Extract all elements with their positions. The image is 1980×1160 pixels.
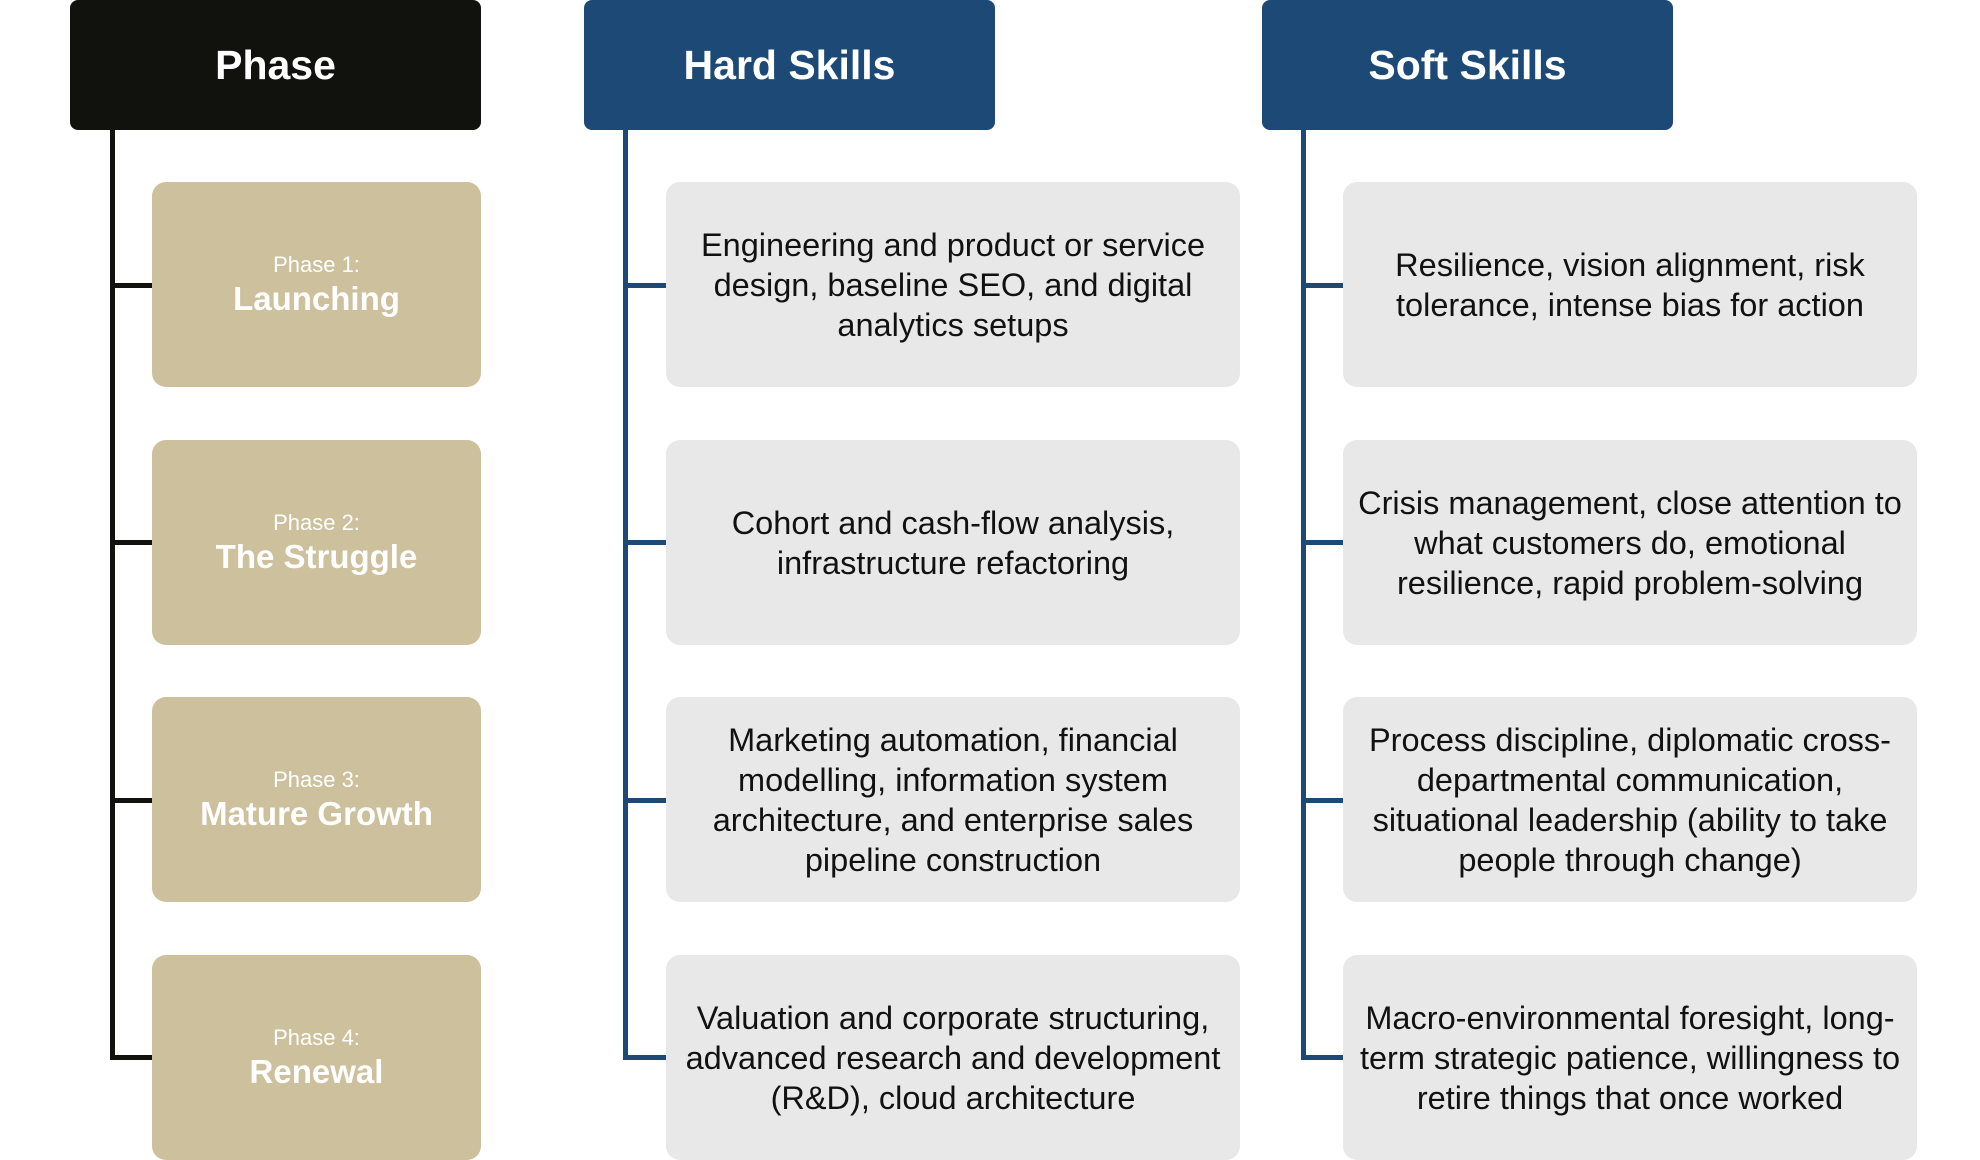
hard-skills-text: Cohort and cash-flow analysis, infrastru… — [731, 504, 1175, 581]
phase-name: Mature Growth — [200, 794, 433, 832]
phase-name: Renewal — [249, 1052, 384, 1090]
phase-card-3: Phase 3: Mature Growth — [152, 697, 481, 902]
phase-name: The Struggle — [215, 537, 418, 575]
hard-branch-4 — [623, 1055, 666, 1060]
phase-branch-1 — [110, 283, 153, 288]
soft-skills-text: Crisis management, close attention to wh… — [1358, 484, 1902, 601]
hard-skills-card-3: Marketing automation, financial modellin… — [666, 697, 1240, 902]
hard-skills-card-2: Cohort and cash-flow analysis, infrastru… — [666, 440, 1240, 645]
hard-skills-header-label: Hard Skills — [683, 41, 896, 88]
hard-skills-text: Engineering and product or service desig… — [700, 226, 1206, 343]
hard-branch-2 — [623, 540, 666, 545]
phase-card-1: Phase 1: Launching — [152, 182, 481, 387]
phase-card-2: Phase 2: The Struggle — [152, 440, 481, 645]
hard-branch-3 — [623, 798, 666, 803]
soft-skills-card-3: Process discipline, diplomatic cross-dep… — [1343, 697, 1917, 902]
soft-skills-text: Resilience, vision alignment, risk toler… — [1395, 246, 1865, 323]
phase-branch-3 — [110, 798, 153, 803]
phase-column-header: Phase — [70, 0, 481, 130]
soft-branch-2 — [1301, 540, 1344, 545]
hard-skills-text: Marketing automation, financial modellin… — [712, 721, 1194, 878]
phase-header-label: Phase — [215, 41, 336, 88]
hard-skills-card-1: Engineering and product or service desig… — [666, 182, 1240, 387]
hard-skills-tree-trunk — [623, 128, 628, 1058]
phase-name: Launching — [233, 279, 400, 317]
phase-number: Phase 2: — [273, 509, 360, 535]
hard-skills-card-4: Valuation and corporate structuring, adv… — [666, 955, 1240, 1160]
soft-skills-tree-trunk — [1301, 128, 1306, 1058]
phase-number: Phase 4: — [273, 1024, 360, 1050]
phase-number: Phase 1: — [273, 251, 360, 277]
soft-skills-text: Macro-environmental foresight, long-term… — [1359, 999, 1901, 1116]
phase-branch-2 — [110, 540, 153, 545]
phase-branch-4 — [110, 1055, 153, 1060]
soft-branch-4 — [1301, 1055, 1344, 1060]
soft-skills-card-4: Macro-environmental foresight, long-term… — [1343, 955, 1917, 1160]
soft-branch-1 — [1301, 283, 1344, 288]
phase-tree-trunk — [110, 128, 115, 1058]
soft-skills-card-1: Resilience, vision alignment, risk toler… — [1343, 182, 1917, 387]
soft-skills-card-2: Crisis management, close attention to wh… — [1343, 440, 1917, 645]
soft-skills-header-label: Soft Skills — [1368, 41, 1567, 88]
soft-branch-3 — [1301, 798, 1344, 803]
phase-number: Phase 3: — [273, 766, 360, 792]
soft-skills-column-header: Soft Skills — [1262, 0, 1673, 130]
hard-skills-text: Valuation and corporate structuring, adv… — [685, 999, 1221, 1116]
hard-branch-1 — [623, 283, 666, 288]
soft-skills-text: Process discipline, diplomatic cross-dep… — [1369, 721, 1891, 878]
hard-skills-column-header: Hard Skills — [584, 0, 995, 130]
phase-card-4: Phase 4: Renewal — [152, 955, 481, 1160]
